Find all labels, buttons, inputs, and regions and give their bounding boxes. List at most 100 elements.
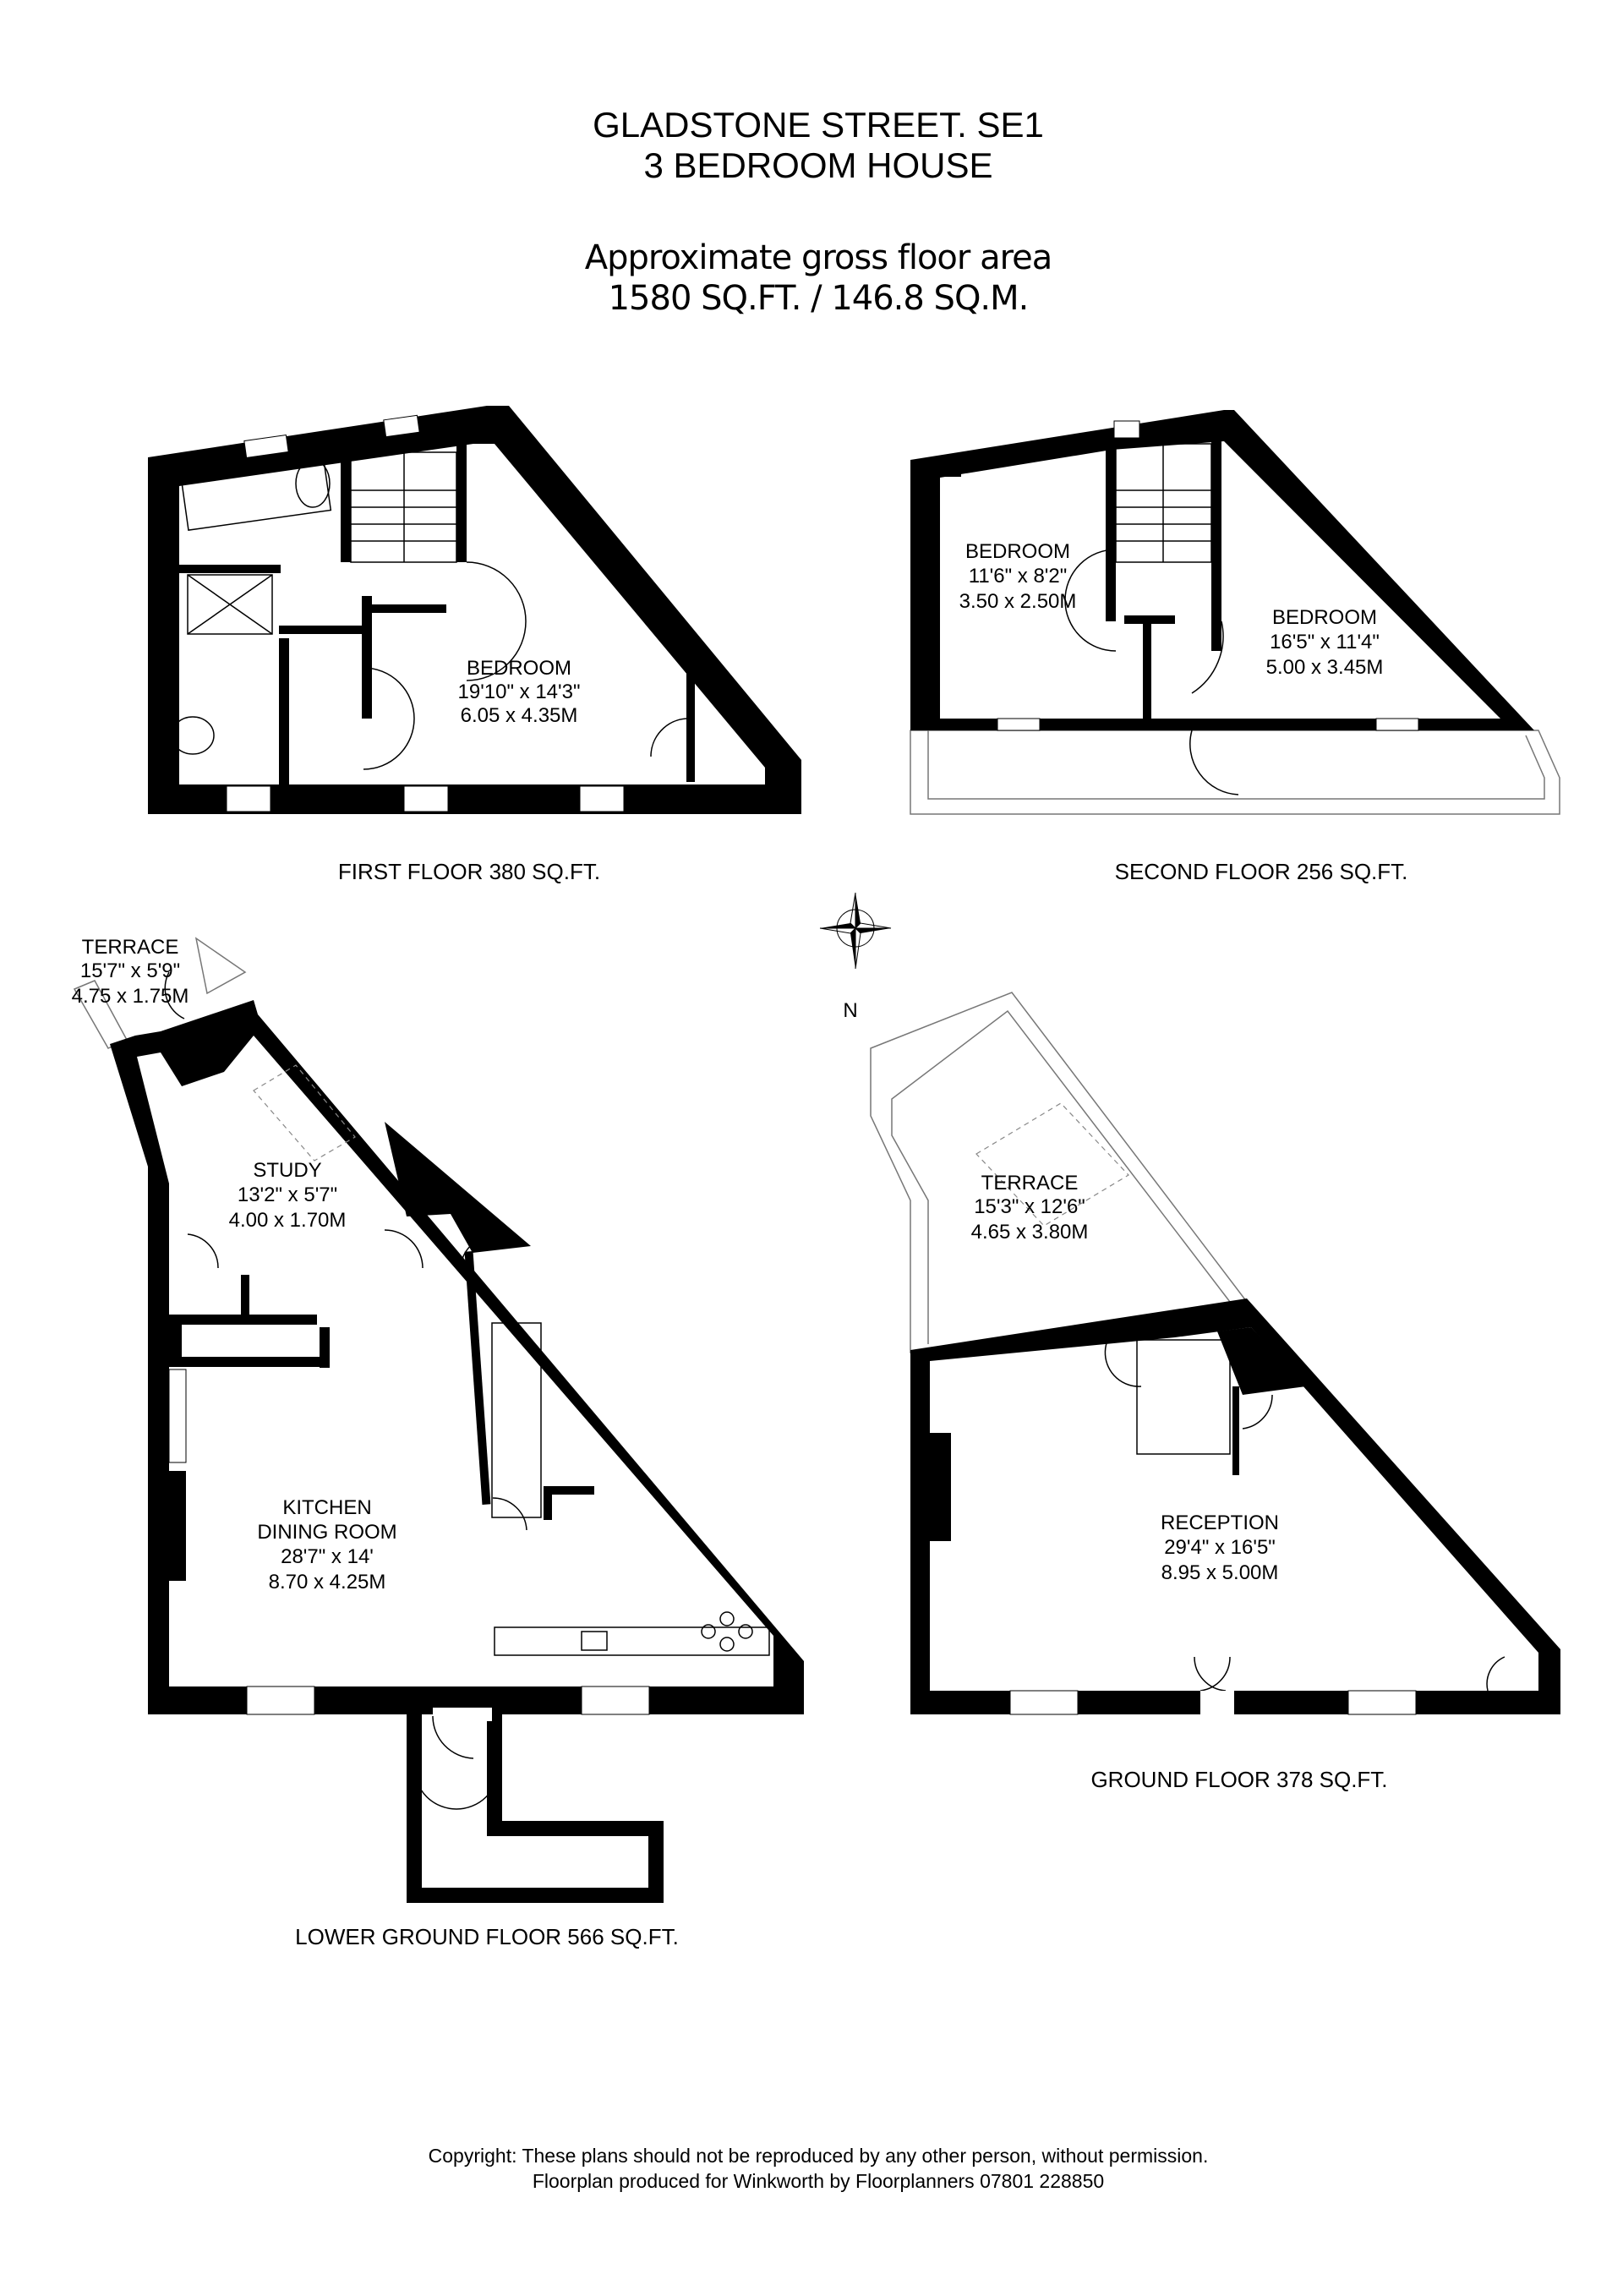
floor-label: FIRST FLOOR 380 SQ.FT. — [338, 859, 600, 884]
room-name: TERRACE — [82, 936, 179, 959]
partition-wall — [362, 604, 446, 613]
front-door-opening — [1200, 1691, 1234, 1714]
chimney — [930, 1433, 951, 1541]
room-dimensions-imperial: 13'2" x 5'7" — [238, 1184, 337, 1206]
title-line2: 3 BEDROOM HOUSE — [643, 145, 992, 185]
staircase — [491, 1322, 542, 1518]
window — [403, 785, 449, 812]
sink — [581, 1631, 608, 1651]
door-swing — [363, 667, 415, 770]
room-name: BEDROOM — [1272, 606, 1377, 629]
stair-wall — [341, 450, 351, 562]
window — [1375, 718, 1419, 731]
chimney-breast — [1217, 1327, 1306, 1395]
staircase — [1115, 443, 1212, 563]
window — [243, 435, 289, 458]
ground-floor-plan: TERRACE 15'3" x 12'6" 4.65 x 3.80M RECEP… — [870, 992, 1560, 1792]
room-dimensions-imperial: 11'6" x 8'2" — [969, 565, 1068, 588]
door-swing — [460, 1235, 493, 1269]
window — [168, 1369, 187, 1463]
room-dimensions-metric: 4.75 x 1.75M — [72, 985, 189, 1008]
shower-tray — [187, 574, 273, 635]
window — [383, 414, 420, 438]
partition-wall — [320, 1327, 330, 1368]
rooflight-outline — [975, 1102, 1129, 1227]
room-name: RECEPTION — [1161, 1512, 1279, 1534]
floor-label: LOWER GROUND FLOOR 566 SQ.FT. — [295, 1924, 679, 1949]
room-name: TERRACE — [981, 1172, 1079, 1194]
room-name: KITCHEN — [282, 1496, 371, 1519]
rooflight-outline — [253, 1064, 356, 1162]
door-swing — [384, 1229, 424, 1269]
door-swing — [466, 561, 527, 681]
partition-wall — [686, 672, 695, 782]
door-swing — [413, 1766, 457, 1810]
title-line1: GLADSTONE STREET. SE1 — [593, 105, 1044, 145]
toilet — [171, 716, 215, 755]
stair-wall — [1211, 431, 1221, 651]
first-floor-interior — [179, 444, 765, 784]
stair-wall — [464, 1251, 491, 1505]
hob — [701, 1611, 753, 1652]
partition-wall — [1143, 615, 1151, 721]
room-dimensions-imperial: 29'4" x 16'5" — [1164, 1536, 1276, 1559]
door-swing — [1194, 1656, 1227, 1692]
compass-rose-icon — [819, 892, 892, 970]
window — [1347, 1690, 1417, 1715]
room-dimensions-metric: 4.65 x 3.80M — [971, 1221, 1089, 1244]
floor-label: SECOND FLOOR 256 SQ.FT. — [1115, 859, 1408, 884]
partition-wall — [279, 638, 289, 790]
copyright-notice: Copyright: These plans should not be rep… — [429, 2145, 1209, 2167]
stair-wall — [1106, 444, 1116, 621]
lower-ground-floor-plan: TERRACE 15'7" x 5'9" 4.75 x 1.75M STUDY … — [72, 936, 804, 1949]
toilet — [295, 459, 331, 508]
room-name-line2: DINING ROOM — [257, 1521, 396, 1544]
window — [1113, 420, 1140, 439]
staircase — [350, 451, 457, 563]
room-dimensions-metric: 8.70 x 4.25M — [269, 1571, 386, 1594]
room-dimensions-metric: 6.05 x 4.35M — [461, 704, 578, 727]
window — [579, 785, 625, 812]
door-swing — [1189, 730, 1239, 795]
door-swing — [164, 971, 185, 1020]
compass-north-label: N — [843, 999, 857, 1022]
window — [246, 1686, 315, 1715]
door-swing — [650, 718, 687, 757]
partition-wall — [241, 1275, 249, 1321]
room-dimensions-imperial: 16'5" x 11'4" — [1270, 631, 1380, 653]
door-swing — [1486, 1656, 1506, 1692]
kitchen-counter — [494, 1626, 770, 1656]
room-dimensions-metric: 3.50 x 2.50M — [959, 590, 1077, 613]
balcony-outline — [910, 730, 1560, 815]
partition-wall — [179, 565, 281, 573]
door-swing — [1242, 1394, 1273, 1430]
lower-ground-interior — [137, 1036, 773, 1686]
stair-wall — [456, 440, 467, 562]
window — [226, 785, 271, 812]
chimney — [169, 1471, 186, 1581]
partition-wall — [169, 1357, 330, 1367]
partition-wall — [279, 626, 368, 634]
partition-wall — [169, 1315, 182, 1361]
bathtub — [180, 459, 332, 531]
chimney-breast — [385, 1122, 531, 1253]
footer: Copyright: These plans should not be rep… — [429, 2145, 1209, 2192]
room-dimensions-metric: 5.00 x 3.45M — [1266, 656, 1384, 679]
second-floor-plan: BEDROOM 11'6" x 8'2" 3.50 x 2.50M BEDROO… — [910, 410, 1560, 884]
floor-label: GROUND FLOOR 378 SQ.FT. — [1090, 1767, 1387, 1792]
entrance-porch-wall — [407, 1714, 664, 1903]
ground-floor-interior — [930, 1327, 1538, 1691]
door-swing — [492, 1497, 527, 1531]
door-swing — [432, 1715, 474, 1759]
area-label: Approximate gross floor area — [585, 238, 1052, 277]
door-swing — [1104, 1318, 1142, 1387]
first-floor-plan: BEDROOM 19'10" x 14'3" 6.05 x 4.35M FIRS… — [148, 406, 801, 884]
room-name: BEDROOM — [467, 657, 571, 680]
door-swing — [1191, 620, 1224, 694]
room-dimensions-imperial: 19'10" x 14'3" — [458, 681, 581, 703]
room-name: BEDROOM — [965, 540, 1070, 563]
producer-credit: Floorplan produced for Winkworth by Floo… — [533, 2170, 1104, 2192]
stair-wall — [1232, 1386, 1239, 1475]
room-dimensions-metric: 8.95 x 5.00M — [1161, 1561, 1279, 1584]
